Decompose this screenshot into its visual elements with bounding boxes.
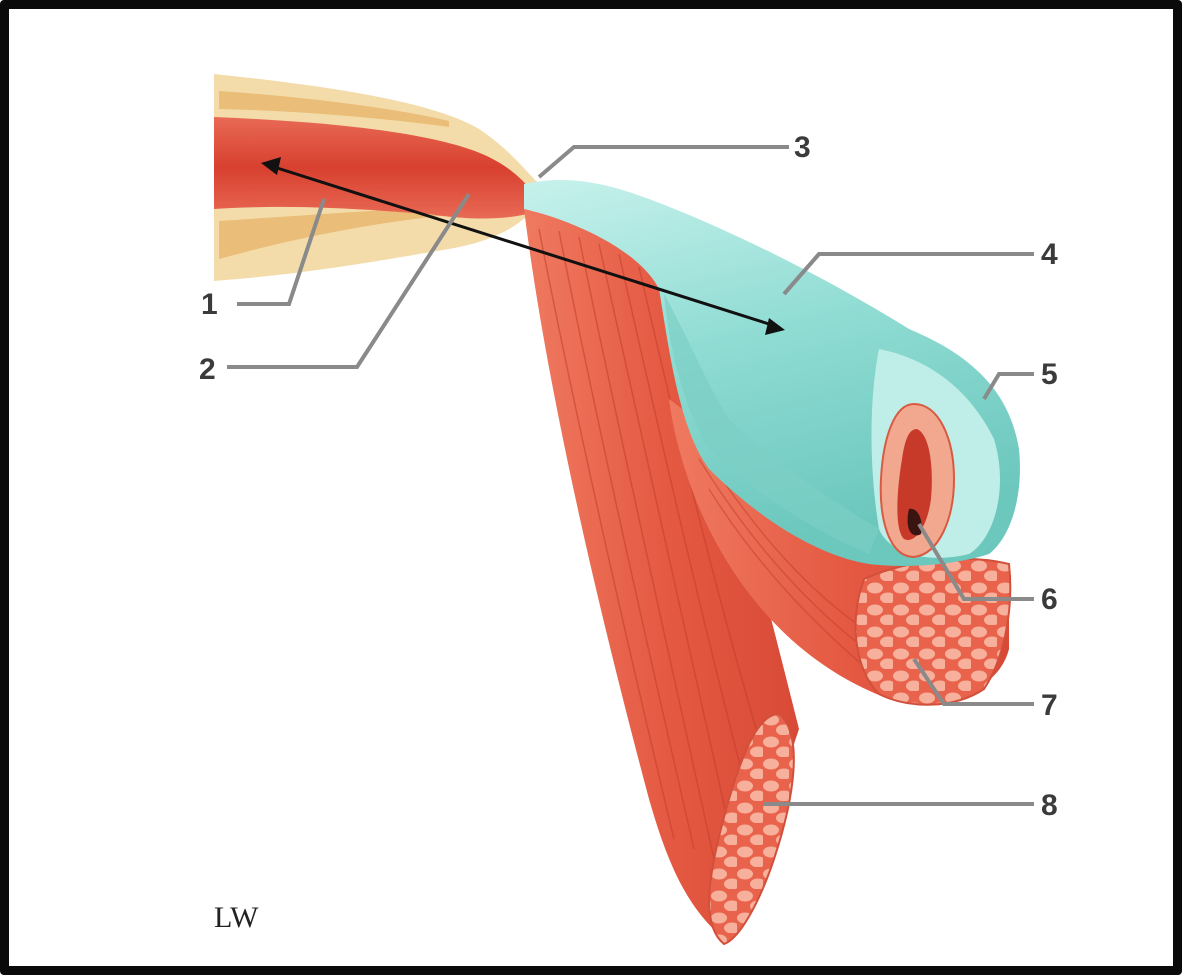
callout-7: 7 <box>1041 689 1058 722</box>
blood-vessel-tube <box>214 117 534 219</box>
callout-2: 2 <box>199 353 216 386</box>
fascicle-cross-section <box>856 559 1011 705</box>
callout-5: 5 <box>1041 358 1058 391</box>
leader-line-3 <box>539 147 789 177</box>
bone-structure <box>214 74 539 281</box>
callout-3: 3 <box>794 131 811 164</box>
callout-8: 8 <box>1041 789 1058 822</box>
artist-signature: LW <box>214 901 259 934</box>
muscle-anatomy-diagram: 1 2 3 4 5 6 7 8 LW <box>9 9 1182 975</box>
callout-6: 6 <box>1041 583 1058 616</box>
callout-1: 1 <box>201 288 218 321</box>
callout-4: 4 <box>1041 238 1058 271</box>
